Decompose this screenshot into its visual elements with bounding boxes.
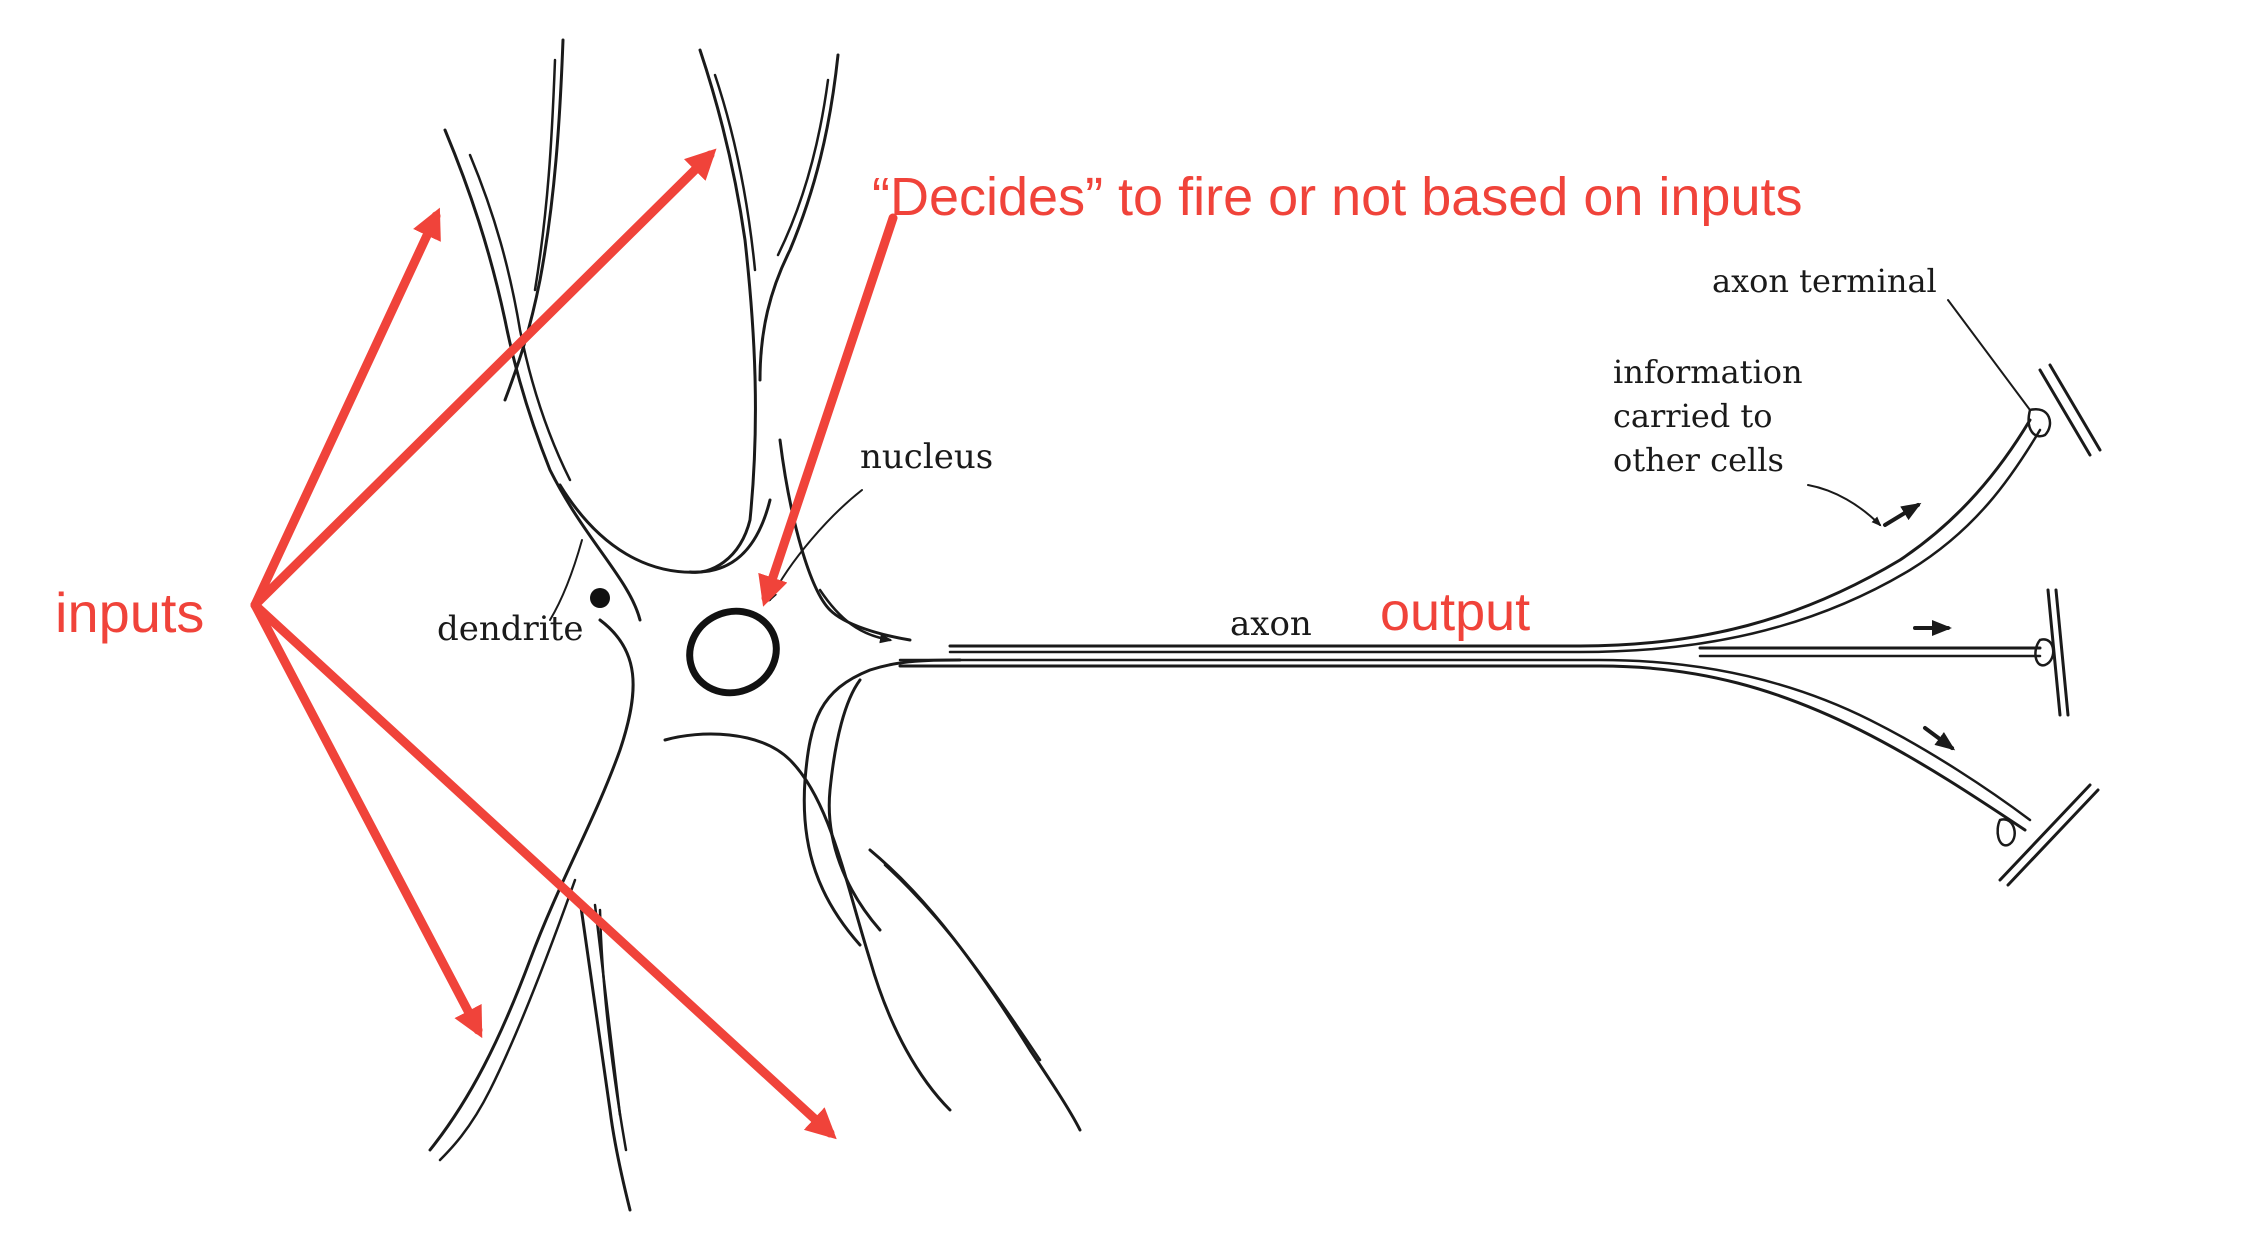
input-arrows <box>250 148 837 1140</box>
label-information-3: other cells <box>1613 441 1784 479</box>
input-arrow-4 <box>250 600 837 1140</box>
label-information-1: information <box>1613 353 1803 391</box>
input-arrow-2 <box>250 148 717 610</box>
label-axon: axon <box>1230 604 1312 644</box>
annotation-decides: “Decides” to fire or not based on inputs <box>872 167 1803 227</box>
dendrite-dot <box>590 588 610 608</box>
annotation-output: output <box>1380 582 1530 642</box>
label-information-2: carried to <box>1613 397 1773 435</box>
annotation-inputs: inputs <box>55 581 204 644</box>
label-nucleus: nucleus <box>860 437 993 477</box>
axon-shape <box>818 418 2042 832</box>
decides-arrow <box>758 213 898 607</box>
label-dendrite: dendrite <box>437 609 583 649</box>
label-axon-terminal: axon terminal <box>1712 262 1937 300</box>
input-arrow-3 <box>250 600 483 1039</box>
axon-terminals <box>1996 363 2102 887</box>
neuron-body <box>428 38 1082 1212</box>
signal-arrows <box>1883 502 1956 751</box>
nucleus-shape <box>686 607 780 697</box>
input-arrow-1 <box>250 207 441 610</box>
